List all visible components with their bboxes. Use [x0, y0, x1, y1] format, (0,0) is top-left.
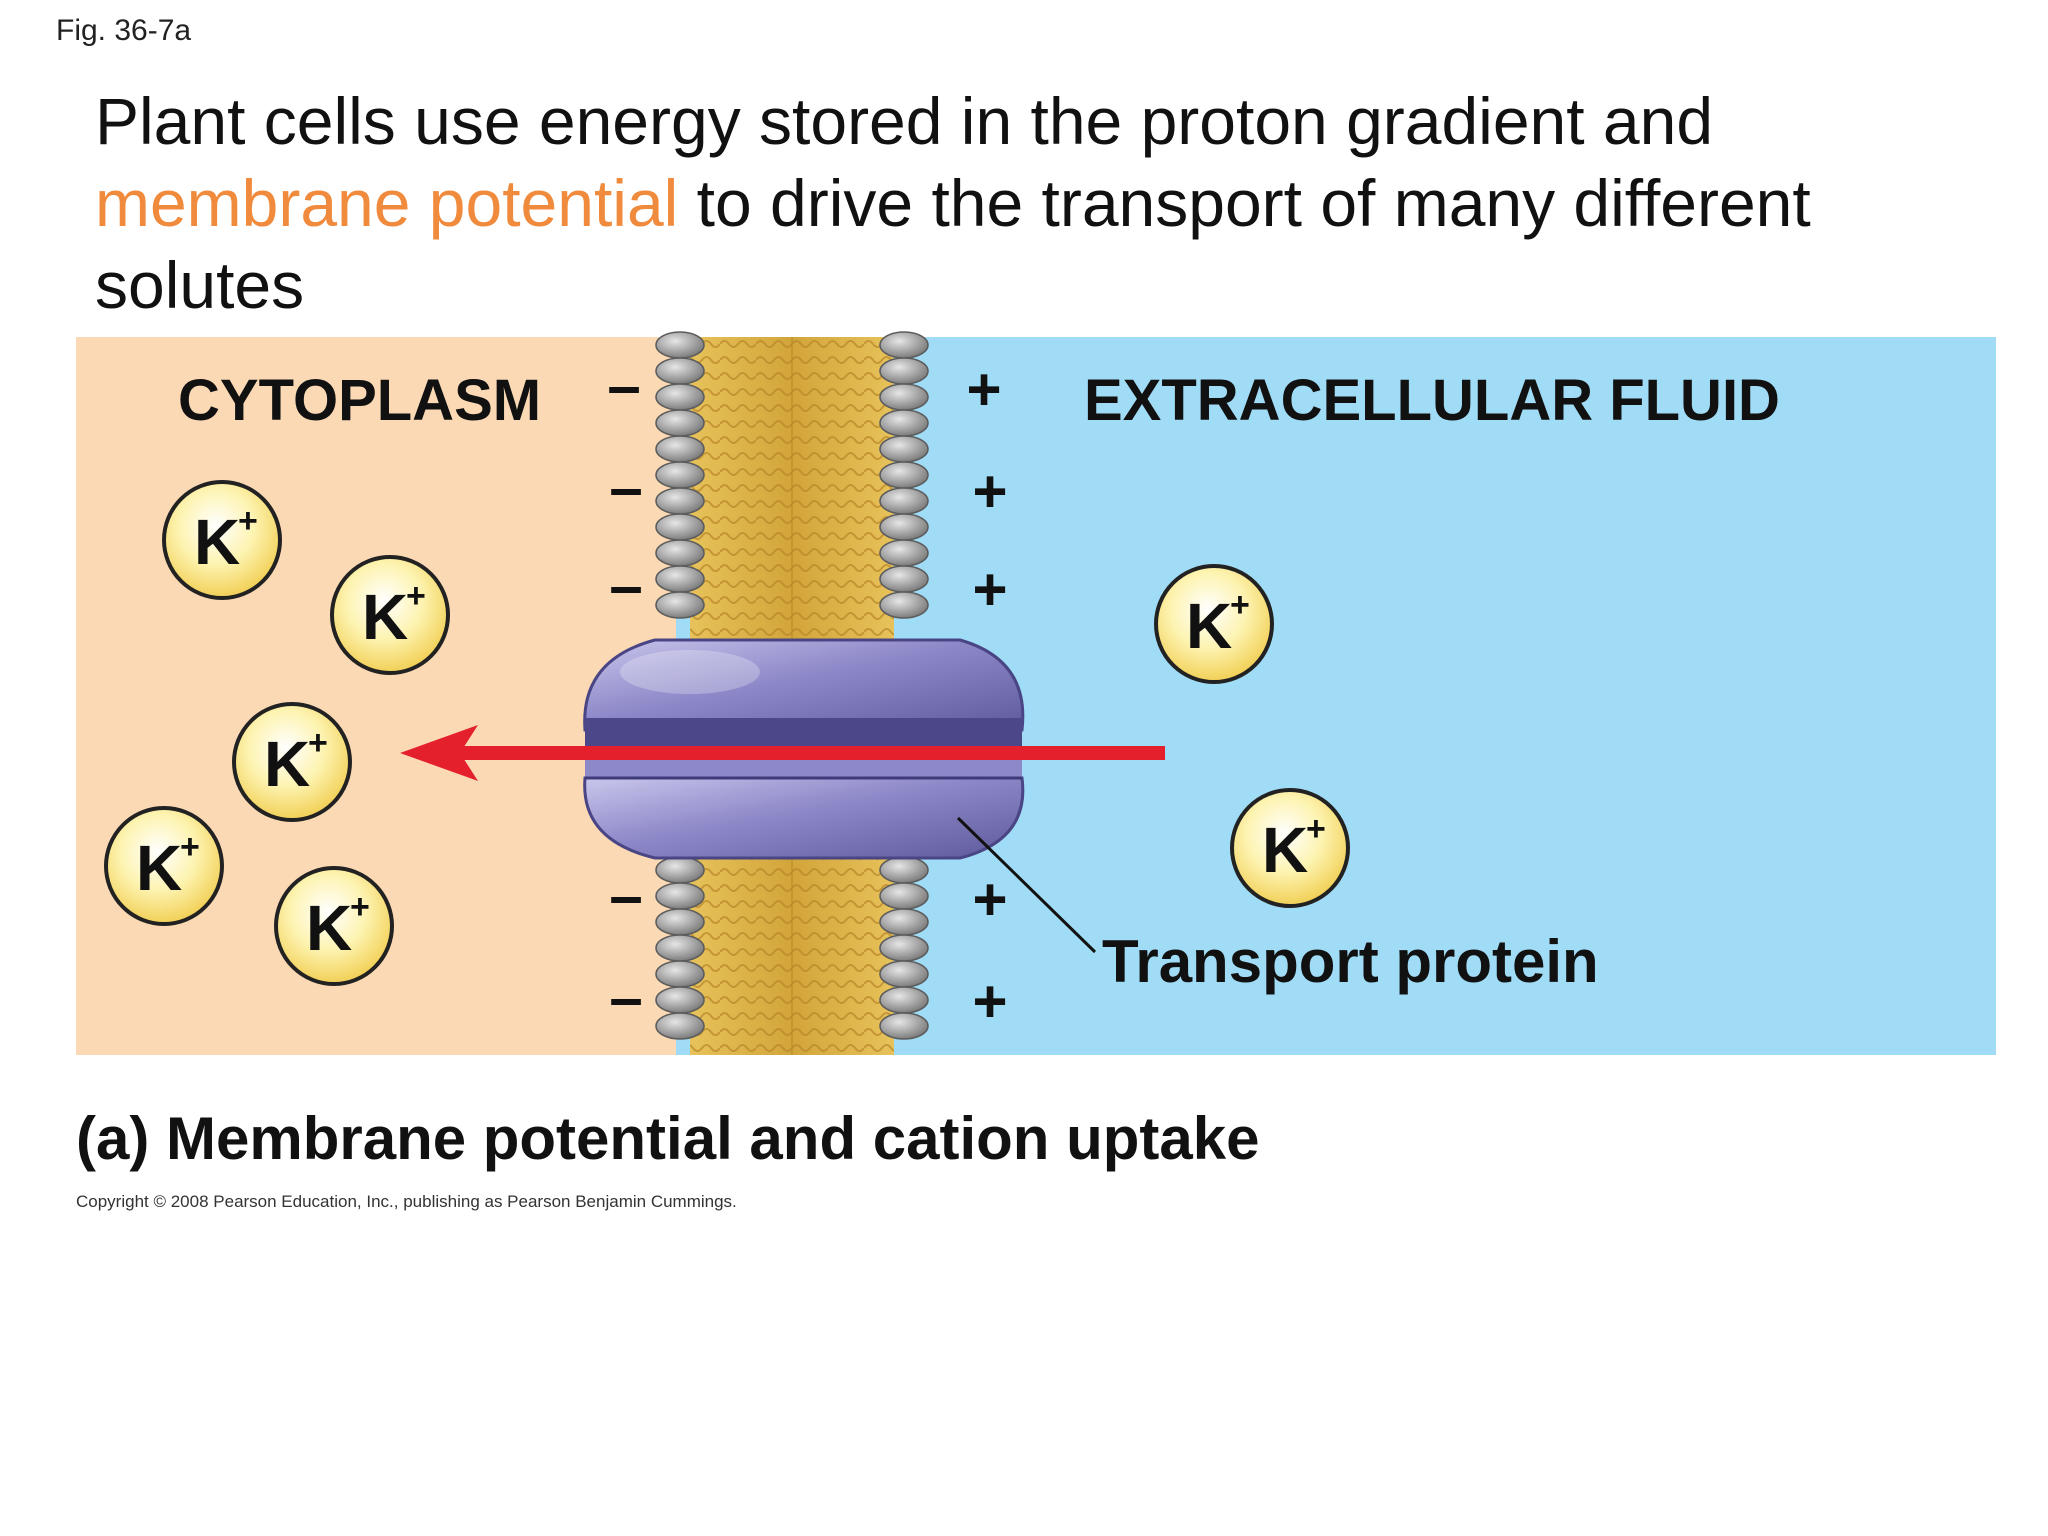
phospholipid-head: [879, 513, 929, 541]
ion-charge: +: [238, 502, 258, 540]
potassium-ion: K+: [1230, 788, 1350, 908]
title-highlight: membrane potential: [95, 166, 679, 240]
negative-charge: –: [609, 862, 642, 929]
positive-charge: +: [972, 968, 1007, 1035]
phospholipid-head: [879, 409, 929, 437]
membrane-charges: – – – – – + + + + +: [607, 352, 1007, 1035]
ion-flow-arrow: [400, 725, 1165, 781]
phospholipid-head: [655, 435, 705, 463]
ion-charge: +: [308, 724, 328, 762]
negative-charge: –: [607, 352, 640, 419]
negative-charge: –: [609, 454, 642, 521]
phospholipid-head: [655, 357, 705, 385]
ion-charge: +: [350, 888, 370, 926]
phospholipid-heads: [655, 331, 929, 1040]
phospholipid-head: [655, 882, 705, 910]
title-line1: Plant cells use energy stored in the pro…: [95, 84, 1714, 158]
phospholipid-head: [655, 461, 705, 489]
phospholipid-head: [655, 908, 705, 936]
phospholipid-head: [655, 1012, 705, 1040]
phospholipid-head: [879, 908, 929, 936]
phospholipid-head: [879, 591, 929, 619]
protein-pointer-line: [956, 816, 1097, 954]
negative-charge: –: [609, 552, 642, 619]
potassium-ion: K+: [162, 480, 282, 600]
phospholipid-head: [655, 409, 705, 437]
phospholipid-head: [879, 565, 929, 593]
negative-charge: –: [609, 964, 642, 1031]
transport-protein-label: Transport protein: [1102, 928, 1599, 995]
transport-protein: [583, 638, 1025, 860]
phospholipid-head: [655, 565, 705, 593]
figure-caption: (a) Membrane potential and cation uptake: [76, 1105, 1260, 1172]
potassium-ions: K+K+K+K+K+K+K+: [104, 480, 1350, 986]
ion-charge: +: [1306, 810, 1326, 848]
title-line3: solutes: [95, 248, 305, 322]
phospholipid-head: [655, 986, 705, 1014]
phospholipid-head: [655, 934, 705, 962]
phospholipid-head: [879, 960, 929, 988]
potassium-ion: K+: [274, 866, 394, 986]
phospholipid-head: [655, 591, 705, 619]
phospholipid-head: [879, 383, 929, 411]
phospholipid-head: [655, 539, 705, 567]
ion-charge: +: [406, 577, 426, 615]
phospholipid-head: [655, 856, 705, 884]
cytoplasm-label: CYTOPLASM: [178, 368, 541, 433]
phospholipid-head: [879, 539, 929, 567]
ion-symbol: K: [136, 832, 182, 904]
phospholipid-head: [879, 461, 929, 489]
ion-symbol: K: [362, 581, 408, 653]
ion-symbol: K: [306, 892, 352, 964]
potassium-ion: K+: [1154, 564, 1274, 684]
potassium-ion: K+: [104, 806, 224, 926]
figure-number: Fig. 36-7a: [56, 14, 192, 47]
ion-symbol: K: [194, 506, 240, 578]
ion-charge: +: [180, 828, 200, 866]
phospholipid-head: [879, 856, 929, 884]
ion-symbol: K: [264, 728, 310, 800]
phospholipid-head: [879, 1012, 929, 1040]
phospholipid-head: [655, 513, 705, 541]
phospholipid-head: [879, 986, 929, 1014]
positive-charge: +: [972, 866, 1007, 933]
phospholipid-head: [655, 960, 705, 988]
slide-title: Plant cells use energy stored in the pro…: [95, 80, 1975, 326]
potassium-ion: K+: [232, 702, 352, 822]
positive-charge: +: [972, 556, 1007, 623]
title-line2: to drive the transport of many different: [678, 166, 1811, 240]
phospholipid-head: [655, 487, 705, 515]
positive-charge: +: [966, 356, 1001, 423]
positive-charge: +: [972, 458, 1007, 525]
ion-charge: +: [1230, 586, 1250, 624]
phospholipid-head: [879, 934, 929, 962]
phospholipid-head: [879, 331, 929, 359]
copyright-notice: Copyright © 2008 Pearson Education, Inc.…: [76, 1192, 737, 1211]
phospholipid-head: [879, 357, 929, 385]
phospholipid-head: [879, 435, 929, 463]
extracellular-label: EXTRACELLULAR FLUID: [1084, 368, 1780, 433]
phospholipid-head: [879, 487, 929, 515]
ion-symbol: K: [1186, 590, 1232, 662]
phospholipid-head: [879, 882, 929, 910]
potassium-ion: K+: [330, 555, 450, 675]
phospholipid-head: [655, 383, 705, 411]
ion-symbol: K: [1262, 814, 1308, 886]
phospholipid-head: [655, 331, 705, 359]
